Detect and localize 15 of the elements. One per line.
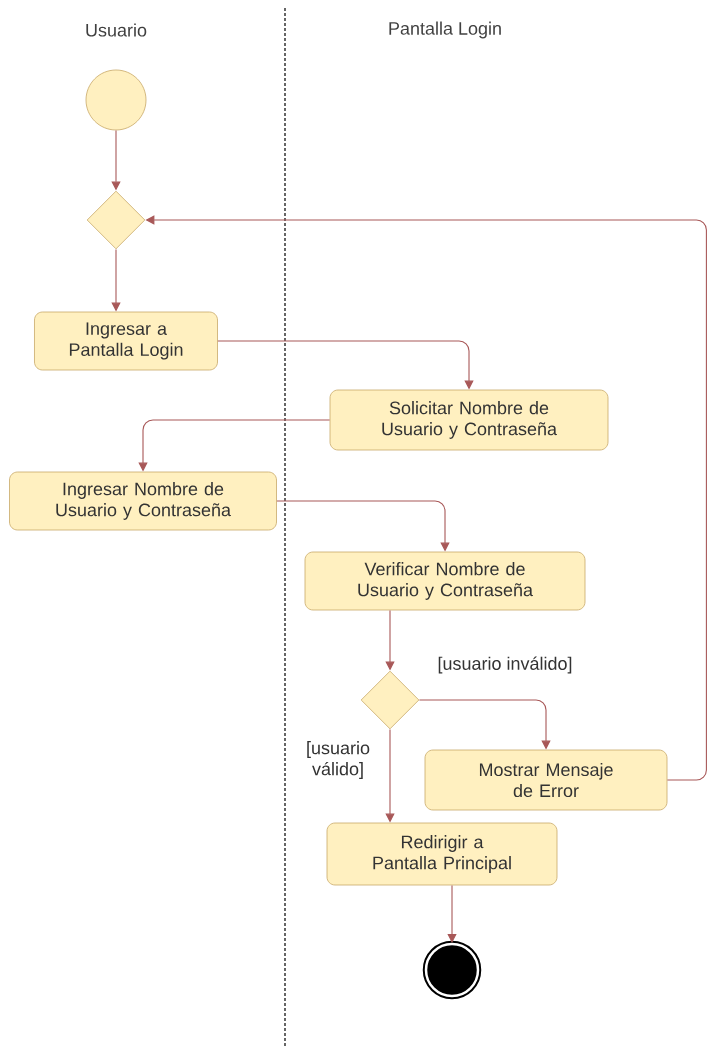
guard-label: [usuario válido]	[292, 740, 384, 780]
decision-diamond	[360, 670, 420, 730]
activity-box: Solicitar Nombre de Usuario y Contraseña	[329, 389, 609, 451]
activity-box: Verificar Nombre de Usuario y Contraseña	[304, 551, 586, 611]
lane-heading: Usuario	[86, 23, 147, 37]
lane-heading: Pantalla Login	[389, 21, 501, 39]
guard-label: [usuario inválido]	[436, 655, 574, 675]
activity-box: Ingresar Nombre de Usuario y Contraseña	[9, 471, 277, 531]
arrow	[447, 884, 457, 943]
activity-box: Ingresar a Pantalla Login	[34, 311, 218, 371]
activity-box: Mostrar Mensaje de Error	[424, 749, 668, 811]
initial-node	[85, 69, 147, 131]
decision-diamond	[86, 190, 146, 250]
activity-box: Redirigir a Pantalla Principal	[326, 822, 558, 886]
final-node	[422, 940, 482, 1000]
